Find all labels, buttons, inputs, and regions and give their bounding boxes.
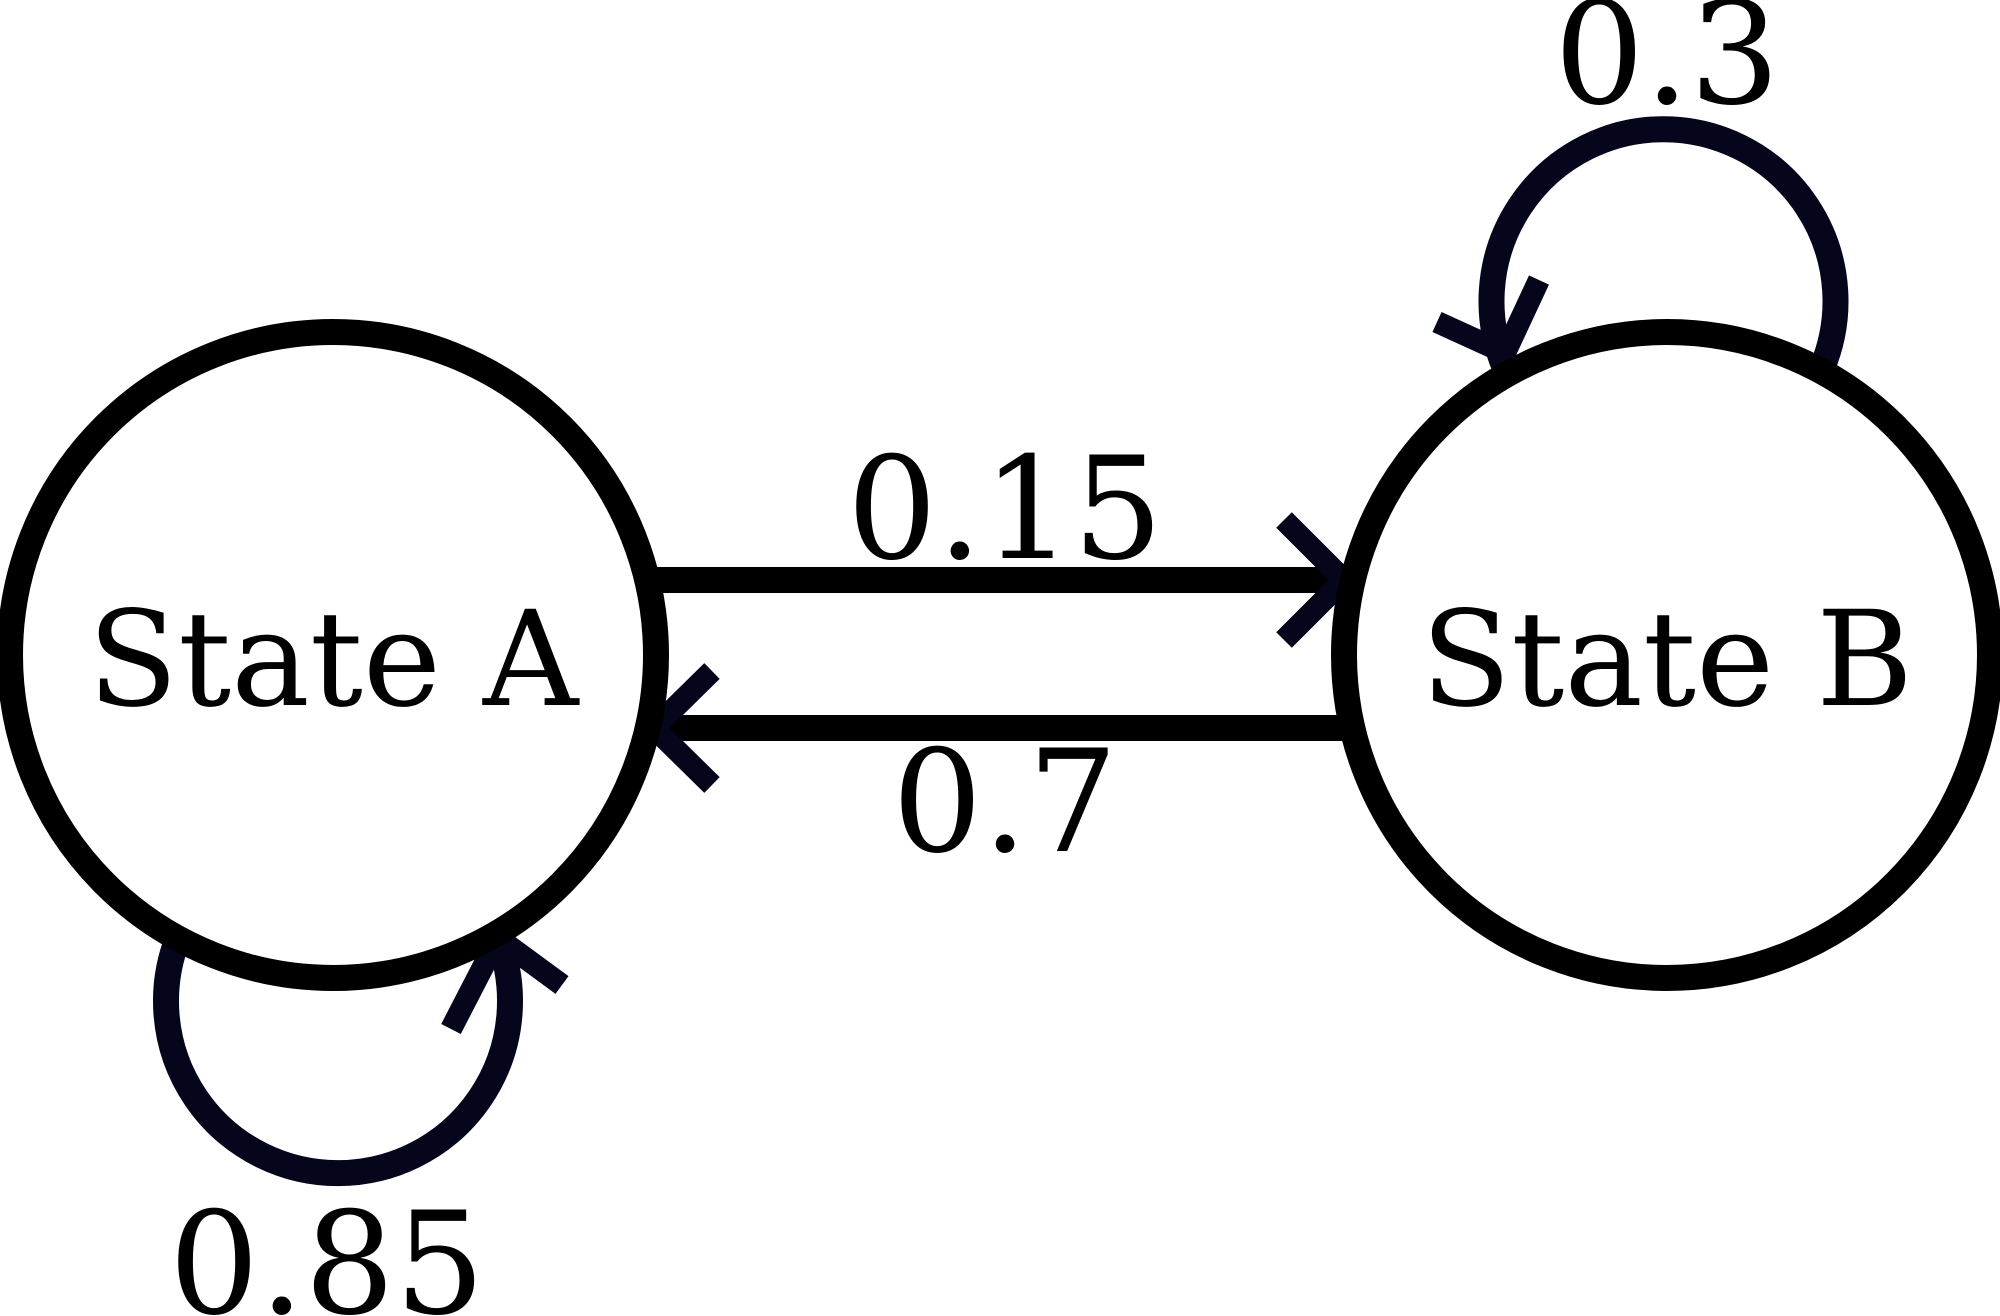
state-b-label: State B — [1421, 583, 1913, 737]
loop-arc-a — [153, 933, 523, 1187]
arrowhead-b-to-b — [1432, 275, 1549, 368]
state-node-a: State A — [0, 319, 669, 991]
label-b-to-a: 0.7 — [892, 720, 1118, 885]
label-a-to-a: 0.85 — [169, 1182, 485, 1316]
label-a-to-b: 0.15 — [847, 427, 1163, 592]
loop-arc-b — [1478, 116, 1849, 374]
state-b-circle — [1331, 319, 2000, 991]
state-node-b: State B — [1331, 319, 2000, 991]
label-b-to-b: 0.3 — [1554, 0, 1780, 137]
state-a-circle — [0, 319, 669, 991]
transition-b-to-b — [1432, 116, 1849, 374]
state-a-label: State A — [88, 583, 580, 737]
